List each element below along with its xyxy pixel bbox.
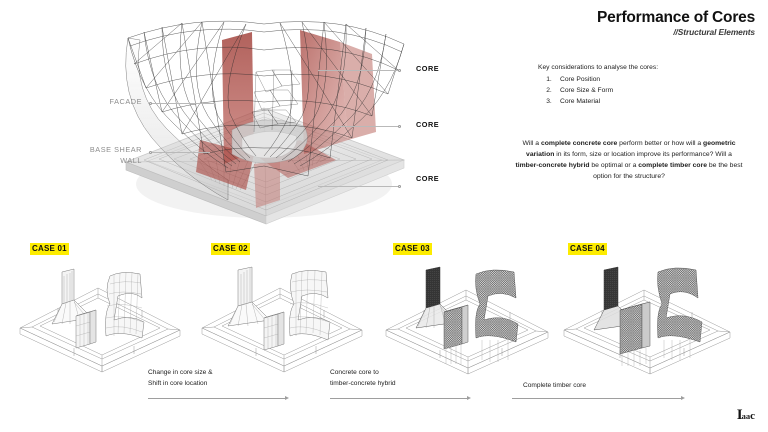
- caption-line-2: timber-concrete hybrid: [330, 379, 396, 387]
- main-model-diagram: [104, 12, 434, 225]
- header: Performance of Cores //Structural Elemen…: [597, 9, 755, 38]
- leader-line-facade: [152, 103, 215, 104]
- saddle-void: [231, 119, 308, 164]
- hyperboloid-mesh: [127, 20, 405, 177]
- page-subtitle: //Structural Elements: [673, 27, 755, 38]
- callout-label-base-shear-wall: BASE SHEAR WALL: [89, 145, 142, 165]
- leader-line-core-3: [318, 186, 400, 187]
- transition-arrow-head-3: [681, 396, 685, 400]
- question-bold-2: geometric variation: [526, 140, 736, 158]
- list-item: 3. Core Material: [538, 97, 753, 108]
- question-part-2: perform better or how will a: [617, 140, 704, 147]
- transition-arrow-line-1: [148, 398, 286, 399]
- case-model-01: [14, 256, 186, 373]
- list-item-number: 1.: [546, 76, 552, 84]
- leader-dot-core-2: [398, 125, 401, 128]
- list-item: 1. Core Position: [538, 75, 753, 86]
- logo-letter-c: c: [750, 410, 755, 422]
- question-bold-1: complete concrete core: [540, 140, 618, 147]
- caption-line-1: Concrete core to: [330, 369, 379, 376]
- leader-dot-base-shear-wall: [149, 151, 152, 154]
- considerations-list: 1. Core Position 2. Core Size & Form 3. …: [538, 75, 753, 108]
- case-label-04: CASE 04: [568, 243, 607, 255]
- caption-line-1: Change in core size &: [148, 369, 213, 376]
- list-item: 2. Core Size & Form: [538, 86, 753, 97]
- transition-arrow-head-2: [467, 396, 471, 400]
- list-item-number: 3.: [546, 97, 552, 105]
- leader-line-base-shear-wall: [152, 152, 210, 153]
- research-question: Will a complete concrete core perform be…: [515, 138, 743, 182]
- leader-dot-facade: [149, 102, 152, 105]
- question-bold-3: timber-concrete hybrid: [515, 162, 590, 169]
- case-model-04: [554, 256, 738, 375]
- transition-caption-3: Complete timber core: [523, 381, 586, 392]
- callout-label-facade: FACADE: [109, 97, 142, 106]
- shell-left: [125, 37, 229, 201]
- leader-dot-core-3: [398, 185, 401, 188]
- question-part-1: Will a: [522, 140, 541, 147]
- question-bold-4: complete timber core: [638, 162, 707, 169]
- leader-line-core-2: [330, 126, 400, 127]
- question-part-3: in its form, size or location improve it…: [554, 151, 732, 158]
- transition-caption-2: Concrete core to timber-concrete hybrid: [330, 368, 396, 390]
- caption-line-1: Complete timber core: [523, 382, 587, 389]
- transition-arrow-line-2: [330, 398, 468, 399]
- case-label-03: CASE 03: [393, 243, 432, 255]
- considerations-heading: Key considerations to analyse the cores:: [538, 64, 659, 71]
- case-model-03: [378, 256, 556, 375]
- logo-letter-i: I: [736, 407, 743, 423]
- case-model-02: [196, 256, 368, 373]
- transition-caption-1: Change in core size & Shift in core loca…: [148, 368, 213, 390]
- transition-arrow-head-1: [285, 396, 289, 400]
- question-part-5: be the best option for the structure?: [593, 162, 743, 180]
- mesh-shadow-patch: [251, 69, 301, 133]
- case-label-01: CASE 01: [30, 243, 69, 255]
- case-label-02: CASE 02: [211, 243, 250, 255]
- page-title: Performance of Cores: [597, 9, 755, 26]
- iaac-logo: Iaac: [737, 407, 755, 423]
- list-item-label: Core Position: [560, 76, 601, 84]
- callout-label-core-2: CORE: [416, 120, 440, 129]
- leader-dot-core-1: [398, 69, 401, 72]
- question-part-4: be optimal or a: [589, 162, 639, 169]
- logo-letters-aa: aa: [741, 411, 751, 421]
- list-item-label: Core Size & Form: [560, 86, 614, 94]
- list-item-number: 2.: [546, 86, 552, 94]
- callout-label-core-3: CORE: [416, 174, 440, 183]
- caption-line-2: Shift in core location: [148, 379, 208, 387]
- list-item-label: Core Material: [560, 97, 601, 105]
- transition-arrow-line-3: [512, 398, 682, 399]
- leader-line-core-1: [318, 70, 400, 71]
- callout-label-core-1: CORE: [416, 64, 440, 73]
- key-considerations-block: Key considerations to analyse the cores:…: [538, 63, 753, 108]
